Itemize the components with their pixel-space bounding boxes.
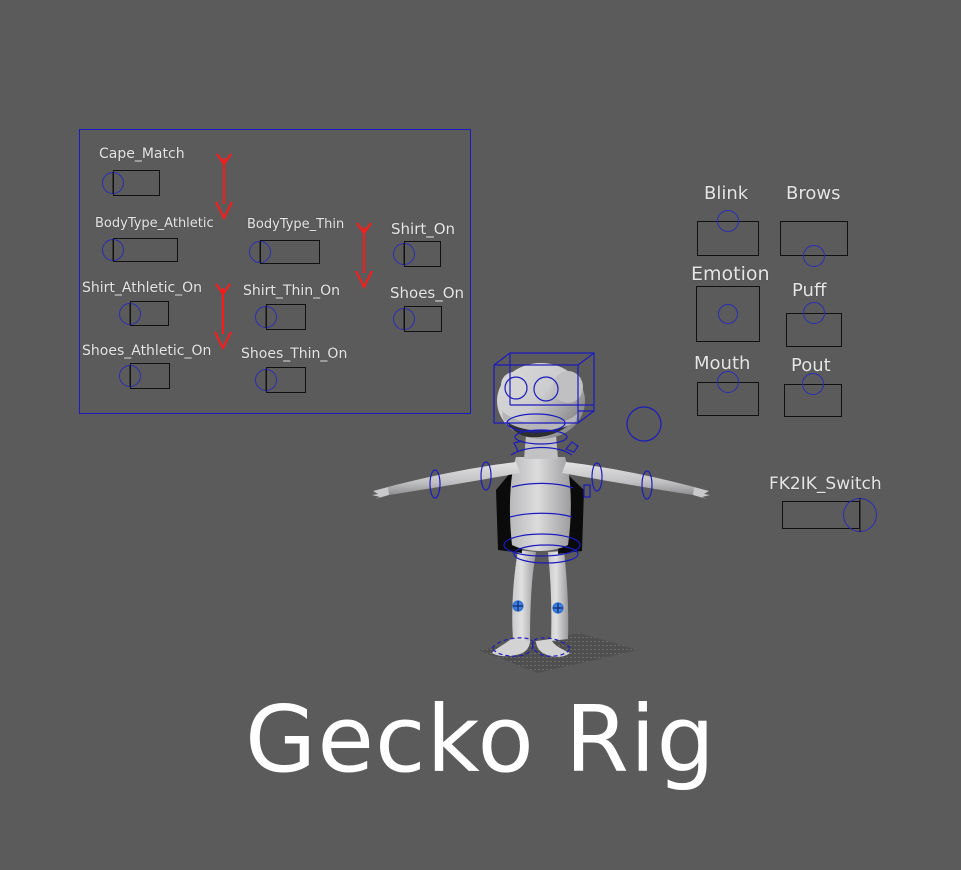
annotation-arrow-shirt-to-shoes <box>352 221 376 290</box>
slider-shirt-athletic-on[interactable] <box>119 301 169 326</box>
label-fk2ik-switch: FK2IK_Switch <box>769 474 882 494</box>
fk-ring-arm-right-1 <box>591 462 603 492</box>
slider-tick <box>859 498 861 532</box>
label-blink: Blink <box>704 183 749 204</box>
slider-handle[interactable] <box>718 304 738 324</box>
slider-shoes-on[interactable] <box>393 306 442 332</box>
slider-brows[interactable] <box>780 221 848 267</box>
slider-handle[interactable] <box>717 210 739 232</box>
fk-ring-arm-right-2 <box>641 470 653 500</box>
slider-fk2ik-switch[interactable] <box>782 498 877 532</box>
look-at-controller <box>626 406 662 442</box>
clavicle-left-controller <box>513 440 523 452</box>
slider-blink[interactable] <box>697 210 759 256</box>
fk-ring-arm-left-1 <box>480 461 492 491</box>
hip-controller <box>503 533 581 557</box>
label-shoes-on: Shoes_On <box>390 284 465 302</box>
label-shirt-on: Shirt_On <box>391 220 456 238</box>
spine-ring-1 <box>511 482 574 489</box>
slider-cape-match[interactable] <box>102 170 160 196</box>
foot-controller-right <box>532 637 571 657</box>
slider-mouth[interactable] <box>697 371 759 416</box>
label-mouth: Mouth <box>694 353 751 374</box>
label-shoes-athletic-on: Shoes_Athletic_On <box>82 343 212 359</box>
slider-track <box>696 286 760 342</box>
slider-puff[interactable] <box>786 302 842 347</box>
label-shoes-thin-on: Shoes_Thin_On <box>241 346 348 362</box>
neck-controller <box>514 429 568 445</box>
slider-emotion[interactable] <box>696 286 760 342</box>
slider-handle[interactable] <box>717 371 739 393</box>
label-emotion: Emotion <box>691 263 770 285</box>
character-torso <box>509 457 571 551</box>
character-legs <box>492 550 570 657</box>
elbow-controller-right <box>583 484 591 498</box>
gecko-character-rig[interactable] <box>370 345 750 705</box>
spine-ring-2 <box>509 512 573 518</box>
slider-tick <box>265 369 267 391</box>
slider-shoes-thin-on[interactable] <box>255 367 306 393</box>
slider-tick <box>129 302 131 325</box>
label-pout: Pout <box>791 355 831 376</box>
slider-tick <box>265 306 267 328</box>
label-shirt-thin-on: Shirt_Thin_On <box>243 283 340 299</box>
eye-controller-right <box>533 376 559 402</box>
page-title: Gecko Rig <box>245 686 716 793</box>
slider-bodytype-thin[interactable] <box>249 240 320 264</box>
cog-controller <box>513 544 579 564</box>
annotation-arrow-bodytype-to-shirt <box>211 282 235 351</box>
label-cape-match: Cape_Match <box>99 146 185 162</box>
label-brows: Brows <box>786 183 841 204</box>
clavicle-right-controller <box>564 441 579 453</box>
slider-handle[interactable] <box>803 245 825 267</box>
label-bodytype-thin: BodyType_Thin <box>247 217 345 232</box>
character-arms <box>372 462 710 499</box>
slider-handle[interactable] <box>803 302 825 324</box>
slider-tick <box>259 241 261 263</box>
slider-tick <box>112 172 114 194</box>
wardrobe-controls-panel <box>79 129 471 414</box>
label-bodytype-athletic: BodyType_Athletic <box>95 216 214 231</box>
slider-shoes-athletic-on[interactable] <box>119 363 170 389</box>
slider-handle[interactable] <box>802 373 824 395</box>
slider-tick <box>403 308 405 330</box>
jaw-controller <box>506 413 566 433</box>
knee-pole-left <box>512 600 524 612</box>
slider-bodytype-athletic[interactable] <box>102 238 178 262</box>
rig-controllers[interactable] <box>429 352 662 657</box>
slider-tick <box>129 365 131 387</box>
slider-tick <box>112 239 114 261</box>
eye-controller-left <box>504 376 528 400</box>
label-shirt-athletic-on: Shirt_Athletic_On <box>82 280 203 296</box>
slider-tick <box>403 243 405 265</box>
knee-pole-right <box>552 602 564 614</box>
slider-shirt-thin-on[interactable] <box>255 304 306 330</box>
chest-controller <box>510 446 573 456</box>
slider-shirt-on[interactable] <box>393 241 441 267</box>
fk-ring-arm-left-2 <box>429 469 441 499</box>
label-puff: Puff <box>792 280 827 301</box>
annotation-arrow-cape-to-bodytype <box>212 152 236 221</box>
slider-pout[interactable] <box>784 373 842 417</box>
